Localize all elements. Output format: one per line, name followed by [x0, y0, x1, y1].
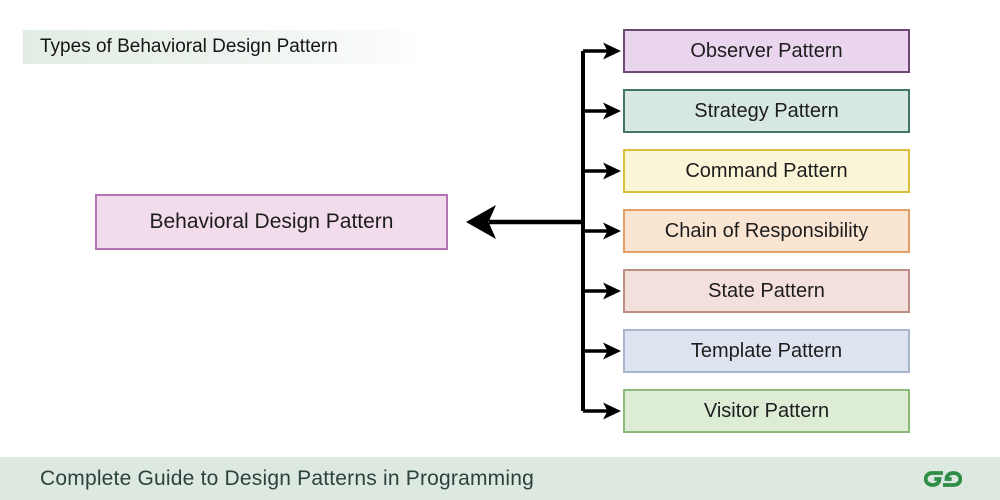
- pattern-box-command: Command Pattern: [623, 149, 910, 193]
- geeksforgeeks-logo-icon: [924, 470, 962, 487]
- footer-caption: Complete Guide to Design Patterns in Pro…: [40, 466, 534, 490]
- pattern-box-chain-of-responsibility: Chain of Responsibility: [623, 209, 910, 253]
- footer-banner: Complete Guide to Design Patterns in Pro…: [0, 457, 1000, 500]
- pattern-box-state: State Pattern: [623, 269, 910, 313]
- pattern-box-strategy: Strategy Pattern: [623, 89, 910, 133]
- diagram-title: Types of Behavioral Design Pattern: [23, 30, 419, 64]
- pattern-box-observer: Observer Pattern: [623, 29, 910, 73]
- pattern-box-visitor: Visitor Pattern: [623, 389, 910, 433]
- pattern-box-template: Template Pattern: [623, 329, 910, 373]
- main-box-behavioral-design-pattern: Behavioral Design Pattern: [95, 194, 448, 250]
